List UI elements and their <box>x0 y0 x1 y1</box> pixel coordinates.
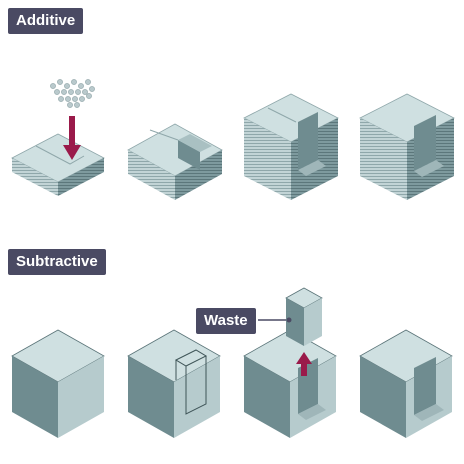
subtractive-label: Subtractive <box>8 249 106 275</box>
additive-label: Additive <box>8 8 84 34</box>
additive-stage-1 <box>11 116 105 196</box>
additive-stage-4 <box>359 93 455 200</box>
additive-stage-3 <box>243 93 339 200</box>
waste-block <box>285 287 323 346</box>
material-particles <box>50 79 95 108</box>
waste-label: Waste <box>196 308 256 334</box>
subtractive-stage-2 <box>127 329 221 438</box>
removal-arrow-icon <box>296 352 312 376</box>
deposit-arrow-icon <box>63 116 81 160</box>
additive-stage-2 <box>127 123 223 200</box>
subtractive-stage-4 <box>359 329 453 438</box>
waste-pointer-dot <box>286 317 292 323</box>
subtractive-stage-1 <box>11 329 105 438</box>
subtractive-stage-3 <box>243 329 337 438</box>
